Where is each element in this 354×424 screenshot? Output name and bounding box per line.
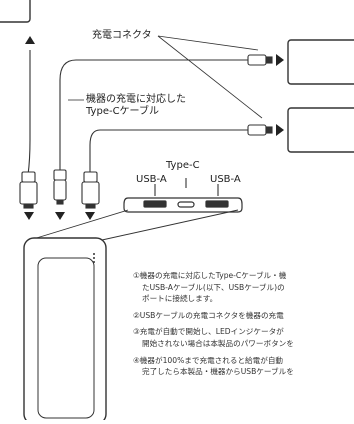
usbc-plug-middle	[53, 169, 67, 205]
label-cable-line1: 機器の充電に対応した	[86, 94, 186, 105]
arrow-up	[25, 36, 35, 44]
step-1: ①機器の充電に対応したType-Cケーブル・機 たUSB-Aケーブル(以下、US…	[133, 270, 354, 305]
power-bank-front	[23, 237, 107, 424]
device-top-left	[0, 0, 31, 23]
led-dot-2	[93, 257, 95, 259]
port-usb-a-right	[205, 200, 229, 208]
cable-third	[89, 129, 248, 180]
arrow-right-top	[276, 54, 284, 66]
connector-plug-bottom	[247, 124, 273, 136]
device-right-bottom	[287, 107, 354, 153]
step-3-line2: 開始されない場合は本製品のパワーボタンを	[142, 338, 294, 348]
label-type-c: Type-C	[166, 160, 200, 171]
leader-connector-2	[157, 35, 263, 119]
label-charge-connector: 充電コネクタ	[92, 30, 152, 41]
step-2-line1: ②USBケーブルの充電コネクタを機器の充電	[133, 310, 284, 320]
step-4-line1: ④機器が100%まで充電されると給電が自動	[133, 355, 284, 365]
step-2: ②USBケーブルの充電コネクタを機器の充電	[133, 310, 354, 322]
connector-plug-top	[247, 54, 273, 66]
cable-left	[27, 50, 31, 180]
step-1-line2: たUSB-Aケーブル(以下、USBケーブル)の	[142, 282, 285, 292]
leader-lines	[68, 35, 263, 119]
usb-plug-right	[81, 171, 100, 209]
leader-connector	[157, 35, 259, 51]
arrow-down-2	[55, 212, 65, 220]
device-right-top	[287, 39, 354, 85]
arrow-down-1	[24, 212, 34, 220]
perspective-lines	[29, 209, 239, 241]
label-cable-line2: Type-Cケーブル	[86, 106, 159, 117]
port-type-c	[177, 201, 195, 208]
instruction-steps: ①機器の充電に対応したType-Cケーブル・機 たUSB-Aケーブル(以下、US…	[133, 270, 354, 383]
arrow-down-3	[85, 212, 95, 220]
step-1-line3: ポートに接続します。	[142, 294, 218, 304]
usb-plug-left	[19, 171, 38, 209]
step-4: ④機器が100%まで充電されると給電が自動 完了したら本製品・機器からUSBケー…	[133, 355, 354, 378]
arrow-right-bottom	[276, 124, 284, 136]
step-1-line1: ①機器の充電に対応したType-Cケーブル・機	[133, 271, 287, 280]
port-usb-a-left	[143, 200, 167, 208]
label-usb-a-left: USB-A	[136, 174, 167, 185]
led-dot-1	[93, 253, 95, 255]
step-3-line1: ③充電が自動で開始し、LEDインジケータが	[133, 327, 284, 337]
led-dot-3	[93, 261, 95, 263]
step-3: ③充電が自動で開始し、LEDインジケータが 開始されない場合は本製品のパワーボタ…	[133, 326, 354, 349]
step-4-line2: 完了したら本製品・機器からUSBケーブルを	[142, 367, 294, 377]
cable-second	[59, 59, 248, 180]
power-bank-top	[123, 197, 243, 213]
label-usb-a-right: USB-A	[210, 174, 241, 185]
